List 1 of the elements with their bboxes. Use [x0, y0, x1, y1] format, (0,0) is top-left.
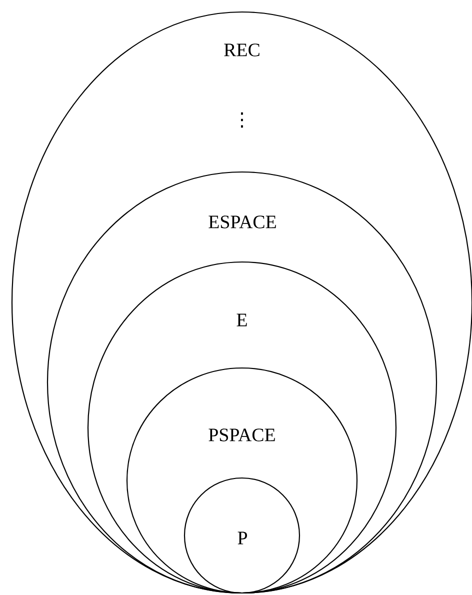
- vertical-ellipsis: ⋮: [241, 112, 243, 128]
